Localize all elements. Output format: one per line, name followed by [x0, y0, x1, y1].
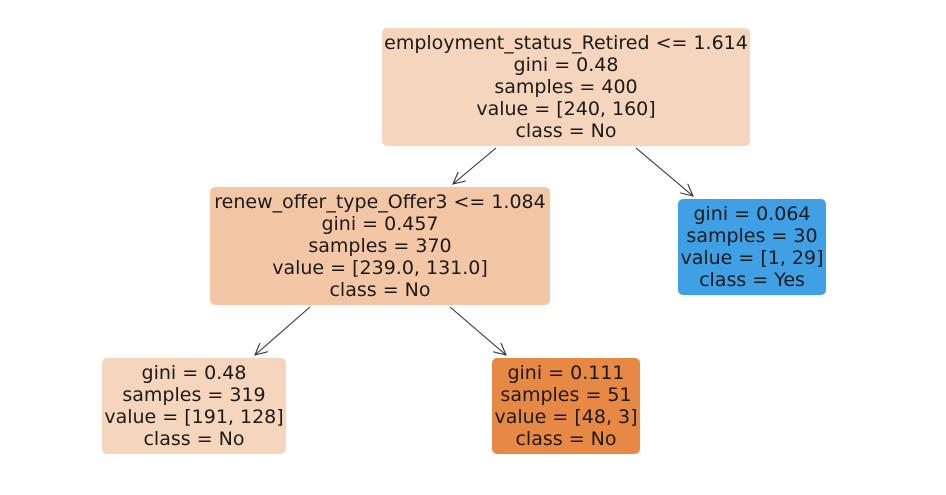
node-gini: gini = 0.457 — [321, 213, 439, 235]
tree-node-right-leaf: gini = 0.064 samples = 30 value = [1, 29… — [678, 199, 826, 295]
node-samples: samples = 319 — [122, 384, 266, 406]
edge-left-to-left-left — [255, 306, 311, 355]
node-gini: gini = 0.48 — [141, 362, 247, 384]
node-gini: gini = 0.111 — [507, 362, 625, 384]
node-split-label: employment_status_Retired <= 1.614 — [384, 32, 748, 54]
node-gini: gini = 0.48 — [513, 54, 619, 76]
node-value: value = [239.0, 131.0] — [272, 257, 488, 279]
node-value: value = [1, 29] — [680, 247, 824, 269]
edge-root-to-right — [635, 147, 693, 196]
tree-node-left: renew_offer_type_Offer3 <= 1.084 gini = … — [210, 187, 550, 305]
node-gini: gini = 0.064 — [693, 203, 811, 225]
node-class: class = Yes — [699, 269, 805, 291]
node-samples: samples = 370 — [308, 235, 452, 257]
node-split-label: renew_offer_type_Offer3 <= 1.084 — [214, 191, 546, 213]
node-class: class = No — [515, 428, 617, 450]
node-value: value = [48, 3] — [494, 406, 638, 428]
node-samples: samples = 51 — [500, 384, 632, 406]
edge-left-to-left-right — [449, 306, 506, 355]
tree-node-left-left-leaf: gini = 0.48 samples = 319 value = [191, … — [102, 358, 286, 454]
node-class: class = No — [143, 428, 245, 450]
node-samples: samples = 30 — [686, 225, 818, 247]
node-value: value = [240, 160] — [476, 98, 656, 120]
tree-node-left-right-leaf: gini = 0.111 samples = 51 value = [48, 3… — [492, 358, 640, 454]
edge-root-to-left — [453, 147, 497, 184]
tree-node-root: employment_status_Retired <= 1.614 gini … — [382, 28, 750, 146]
node-class: class = No — [329, 279, 431, 301]
node-class: class = No — [515, 120, 617, 142]
node-value: value = [191, 128] — [104, 406, 284, 428]
node-samples: samples = 400 — [494, 76, 638, 98]
